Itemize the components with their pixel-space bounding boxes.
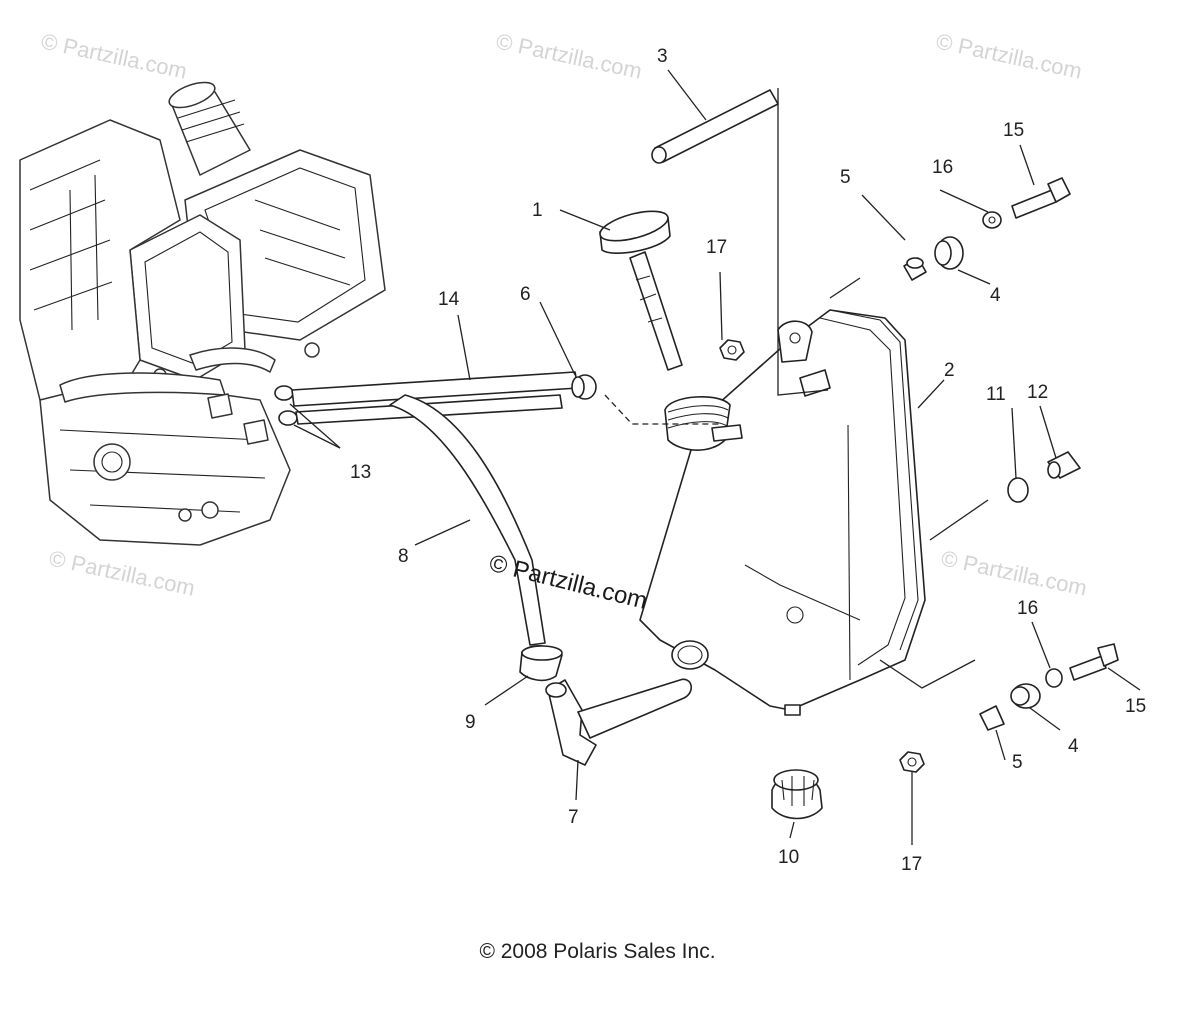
part-11-washer (1007, 477, 1029, 503)
callout-15-upper: 15 (1003, 120, 1024, 141)
copyright-notice: © 2008 Polaris Sales Inc. (479, 940, 716, 963)
callout-8: 8 (398, 546, 409, 567)
callout-3: 3 (657, 46, 668, 67)
part-1-dipstick (599, 210, 683, 371)
part-6-clamp (571, 374, 597, 400)
watermark-top-center: © Partzilla.com (494, 28, 644, 83)
part-2-oil-tank (639, 309, 926, 716)
callout-15-lower: 15 (1125, 696, 1146, 717)
part-17-nut-lower (899, 751, 925, 773)
part-12-fitting (1047, 451, 1081, 479)
callout-numbers: 1 2 3 4 4 5 5 6 7 8 9 10 11 12 13 14 15 … (350, 46, 1146, 875)
part-4-grommet-lower (1010, 683, 1041, 709)
part-7-elbow-fitting (545, 678, 692, 766)
part-10-strainer (771, 769, 823, 820)
callout-14: 14 (438, 289, 460, 310)
callout-12: 12 (1027, 382, 1048, 403)
part-4-grommet-upper (934, 236, 964, 270)
callout-5-lower: 5 (1012, 752, 1023, 773)
watermark-top-right: © Partzilla.com (934, 28, 1084, 83)
part-8-hose (389, 394, 546, 646)
watermark-mid-left: © Partzilla.com (47, 545, 197, 600)
part-17-nut-upper (719, 339, 745, 361)
part-15-bolt-upper (1011, 177, 1071, 219)
part-15-bolt-lower (1069, 643, 1119, 681)
callout-10: 10 (778, 847, 799, 868)
watermark-center: © Partzilla.com (487, 550, 650, 615)
engine-illustration (19, 81, 386, 546)
callout-4-upper: 4 (990, 285, 1001, 306)
part-16-washer-lower (1045, 668, 1063, 688)
callout-16-lower: 16 (1017, 598, 1038, 619)
callout-13: 13 (350, 462, 371, 483)
callout-16-upper: 16 (932, 157, 953, 178)
part-13-clamps (274, 385, 298, 426)
callout-17-upper: 17 (706, 237, 727, 258)
watermark-mid-right: © Partzilla.com (939, 545, 1089, 600)
watermark-top-left: © Partzilla.com (39, 28, 189, 83)
callout-1: 1 (532, 200, 543, 221)
part-16-washer-upper (982, 211, 1002, 229)
callout-5-upper: 5 (840, 167, 851, 188)
callout-2: 2 (944, 360, 955, 381)
callout-6: 6 (520, 284, 531, 305)
part-5-spacer-lower (979, 705, 1005, 731)
callout-11: 11 (986, 384, 1006, 405)
callout-4-lower: 4 (1068, 736, 1079, 757)
leader-lines (289, 69, 1141, 845)
callout-7: 7 (568, 807, 579, 828)
callout-17-lower: 17 (901, 854, 922, 875)
callout-9: 9 (465, 712, 476, 733)
part-3-hose (654, 89, 779, 163)
part-9-clamp (519, 645, 563, 682)
